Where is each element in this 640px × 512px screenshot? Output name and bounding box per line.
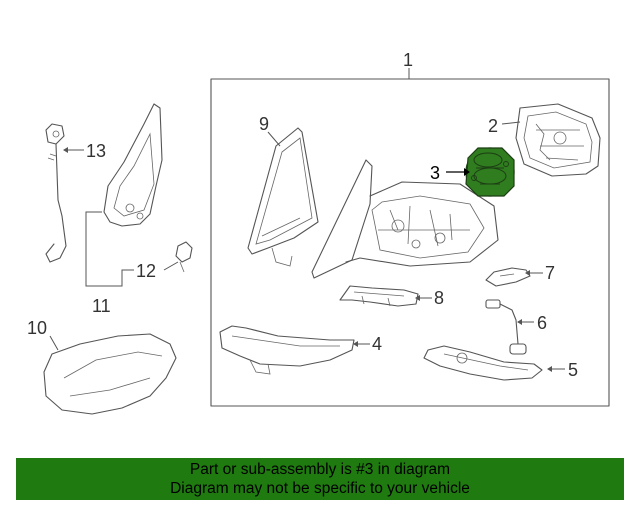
part-11-mirror-base <box>103 103 163 227</box>
part-3-mirror-actuator <box>465 147 515 197</box>
leader-7-arrowhead <box>525 270 530 276</box>
part-10-outer-cover <box>43 333 177 415</box>
leader-3-arrowhead <box>464 168 470 176</box>
part-2-mirror-glass <box>515 103 601 177</box>
callout-5: 5 <box>568 360 578 380</box>
leader-13-arrowhead <box>63 147 68 153</box>
bracket-11 <box>85 211 134 287</box>
leader-6-arrowhead <box>517 319 522 325</box>
callout-4: 4 <box>372 334 382 354</box>
part-4-turn-signal-lamp <box>219 325 355 375</box>
callout-12: 12 <box>136 261 156 281</box>
part-13-cable <box>45 123 67 263</box>
callout-11: 11 <box>92 296 111 316</box>
callout-10: 10 <box>27 318 47 338</box>
assembly-frame <box>210 78 610 407</box>
info-banner: Part or sub-assembly is #3 in diagram Di… <box>16 458 624 500</box>
callout-6: 6 <box>537 313 547 333</box>
part-7-bracket <box>485 267 531 287</box>
callout-8: 8 <box>434 288 444 308</box>
part-9-housing-cover <box>247 127 319 267</box>
part-12-clip <box>175 241 193 273</box>
leader-4-arrowhead <box>353 341 358 347</box>
callout-2: 2 <box>488 116 498 136</box>
leader-5-arrowhead <box>547 366 552 372</box>
part-6-wire-harness <box>485 299 527 355</box>
callout-13: 13 <box>86 141 106 161</box>
leader-10 <box>49 335 59 351</box>
leader-12 <box>163 261 179 271</box>
part-8-trim-strip <box>339 285 419 307</box>
callout-1: 1 <box>403 50 413 70</box>
callout-7: 7 <box>545 263 555 283</box>
leader-8-arrowhead <box>415 295 420 301</box>
mirror-shell-outline <box>311 159 499 279</box>
banner-line-1: Part or sub-assembly is #3 in diagram <box>189 461 451 478</box>
parts-diagram: 1 9 3 2 <box>27 50 610 415</box>
leader-2 <box>501 121 521 125</box>
callout-3: 3 <box>430 163 440 183</box>
part-5-lower-lamp <box>423 345 543 381</box>
callout-9: 9 <box>259 114 269 134</box>
leader-9 <box>267 131 281 147</box>
banner-line-2: Diagram may not be specific to your vehi… <box>170 480 470 497</box>
